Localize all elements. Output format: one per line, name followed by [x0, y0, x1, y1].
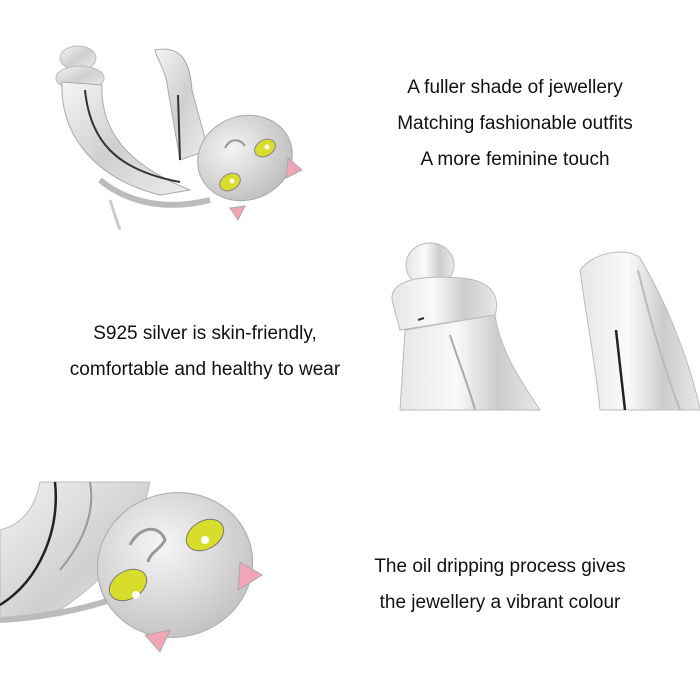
product-image-ring-band-closeup — [380, 230, 700, 420]
caption-line: Matching fashionable outfits — [397, 113, 633, 134]
eye-enamel — [185, 518, 225, 552]
caption-line: S925 silver is skin-friendly, — [93, 323, 317, 344]
cat-ring-illustration — [55, 45, 303, 231]
caption-top: A fuller shade of jewellery Matching fas… — [360, 70, 670, 178]
product-image-cat-ring-side — [40, 30, 320, 231]
caption-bottom: The oil dripping process gives the jewel… — [340, 549, 660, 621]
caption-middle: S925 silver is skin-friendly, comfortabl… — [30, 316, 380, 388]
caption-line: comfortable and healthy to wear — [69, 359, 341, 380]
product-image-cat-face-closeup — [0, 470, 280, 670]
caption-line: A more feminine touch — [420, 149, 610, 170]
cat-face-illustration — [0, 481, 263, 653]
caption-line: A fuller shade of jewellery — [407, 77, 623, 98]
ring-band-illustration — [391, 242, 700, 411]
caption-line: the jewellery a vibrant colour — [379, 592, 621, 613]
caption-line: The oil dripping process gives — [374, 556, 626, 577]
